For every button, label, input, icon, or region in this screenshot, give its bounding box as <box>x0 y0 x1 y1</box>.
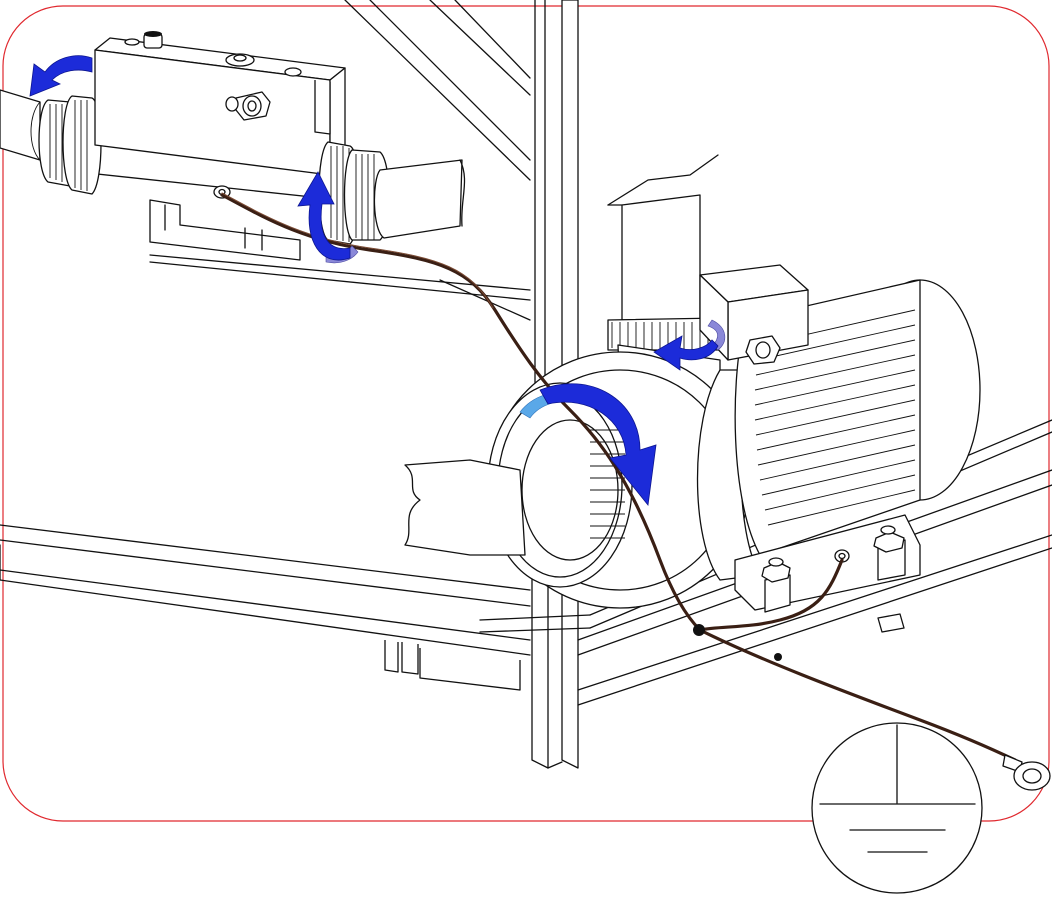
frame-border <box>2 5 1050 822</box>
heater-unit <box>38 31 466 261</box>
rotation-arrow-pipe-union <box>653 335 719 371</box>
ground-symbol <box>811 722 983 894</box>
rotation-arrows <box>29 55 726 506</box>
rotation-arrow-heater-left <box>29 55 93 97</box>
rotation-arrow-heater-right <box>297 171 351 261</box>
motor <box>699 264 981 633</box>
rotation-arrow-pump <box>539 383 657 506</box>
inlet-pipe-left <box>0 89 41 161</box>
ground-cable <box>220 192 1051 791</box>
